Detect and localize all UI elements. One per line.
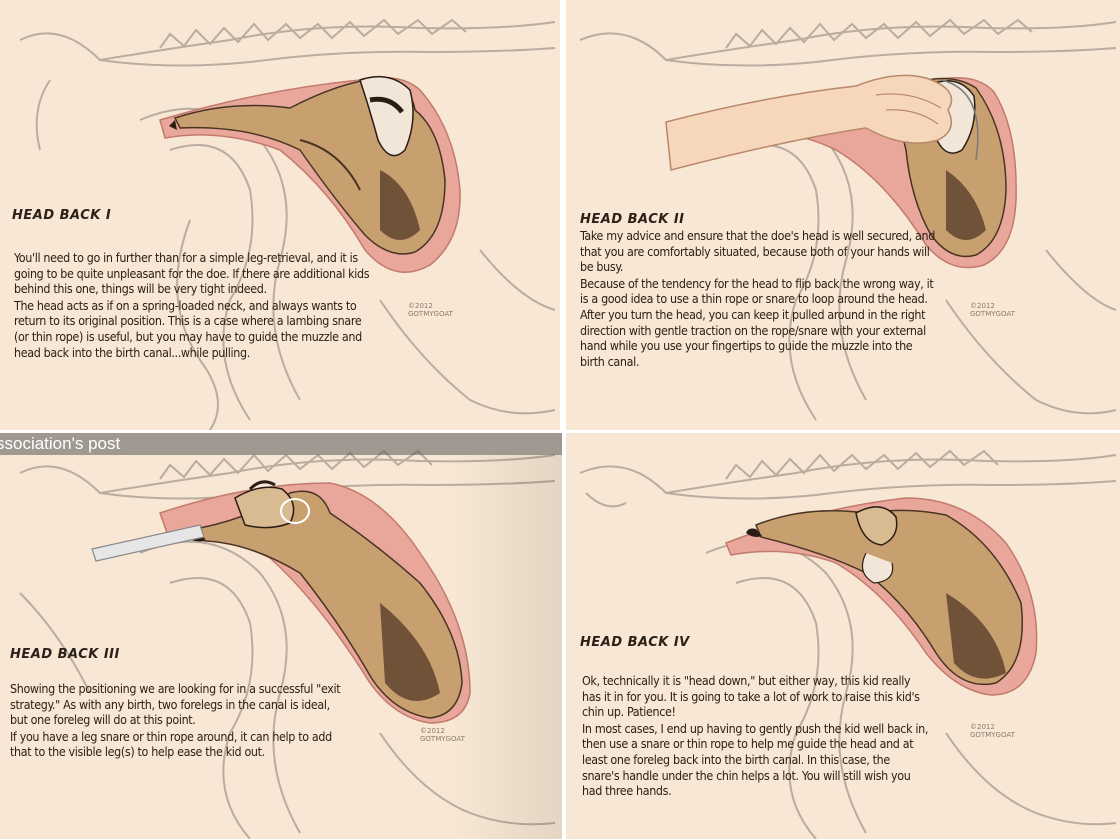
panel-description: Showing the positioning we are looking f… [10,681,350,760]
panel-title: HEAD BACK II [580,212,685,227]
panel-head-back-4: HEAD BACK IV Ok, technically it is "head… [566,433,1120,839]
artist-signature: ©2012 GOTMYGOAT [970,723,1015,739]
paragraph: In most cases, I end up having to gently… [582,721,930,799]
post-caption-text: ssociation's post [0,434,120,454]
panel-title: HEAD BACK III [10,647,120,662]
artist-signature: ©2012 GOTMYGOAT [408,302,453,318]
artist-signature: ©2012 GOTMYGOAT [420,727,465,743]
artist-signature: ©2012 GOTMYGOAT [970,302,1015,318]
doe-skeleton-sketch [20,20,555,430]
edge-shadow [452,455,562,839]
paragraph: Showing the positioning we are looking f… [10,681,350,728]
panel-head-back-2: HEAD BACK II Take my advice and ensure t… [566,0,1120,430]
paragraph: You'll need to go in further than for a … [14,250,376,297]
paragraph: Take my advice and ensure that the doe's… [580,228,936,275]
panel-description: You'll need to go in further than for a … [14,250,376,360]
panel-head-back-3: ssociation's post HEAD BACK III Showing … [0,433,562,839]
panel-description: Ok, technically it is "head down," but e… [582,673,930,799]
paragraph: If you have a leg snare or thin rope aro… [10,729,350,760]
panel-head-back-1: HEAD BACK I You'll need to go in further… [0,0,560,430]
snare-handle [92,525,204,561]
paragraph: The head acts as if on a spring-loaded n… [14,298,376,360]
panel-description: Take my advice and ensure that the doe's… [580,228,936,369]
paragraph: Ok, technically it is "head down," but e… [582,673,930,720]
panel-title: HEAD BACK I [12,208,111,223]
panel-title: HEAD BACK IV [580,635,690,650]
paragraph: Because of the tendency for the head to … [580,276,936,370]
post-caption-banner: ssociation's post [0,433,562,455]
